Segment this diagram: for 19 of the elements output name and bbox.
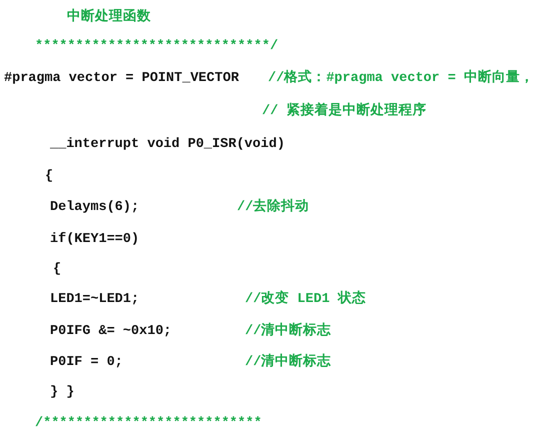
code-line: LED1=~LED1; [50,291,140,309]
code-line: P0IFG &= ~0x10; [50,323,172,341]
code-line: { [45,168,54,186]
code-comment: // 紧接着是中断处理程序 [262,103,426,121]
code-comment: //改变 LED1 状态 [245,291,366,309]
code-comment: //清中断标志 [245,354,332,372]
code-comment: //格式：#pragma vector = 中断向量， [268,70,534,88]
code-line: { [53,261,62,279]
comment-divider: *****************************/ [35,38,278,56]
code-line: __interrupt void P0_ISR(void) [50,136,285,154]
heading-text: 中断处理函数 [67,9,151,27]
code-line: P0IF = 0; [50,354,123,372]
code-comment: //清中断标志 [245,323,332,341]
code-line: if(KEY1==0) [50,231,140,249]
code-line: Delayms(6); [50,199,140,217]
code-line: #pragma vector = POINT_VECTOR [4,70,239,88]
code-line: } } [50,384,74,402]
code-comment: //去除抖动 [237,199,310,217]
comment-divider: /*************************** [35,415,262,433]
